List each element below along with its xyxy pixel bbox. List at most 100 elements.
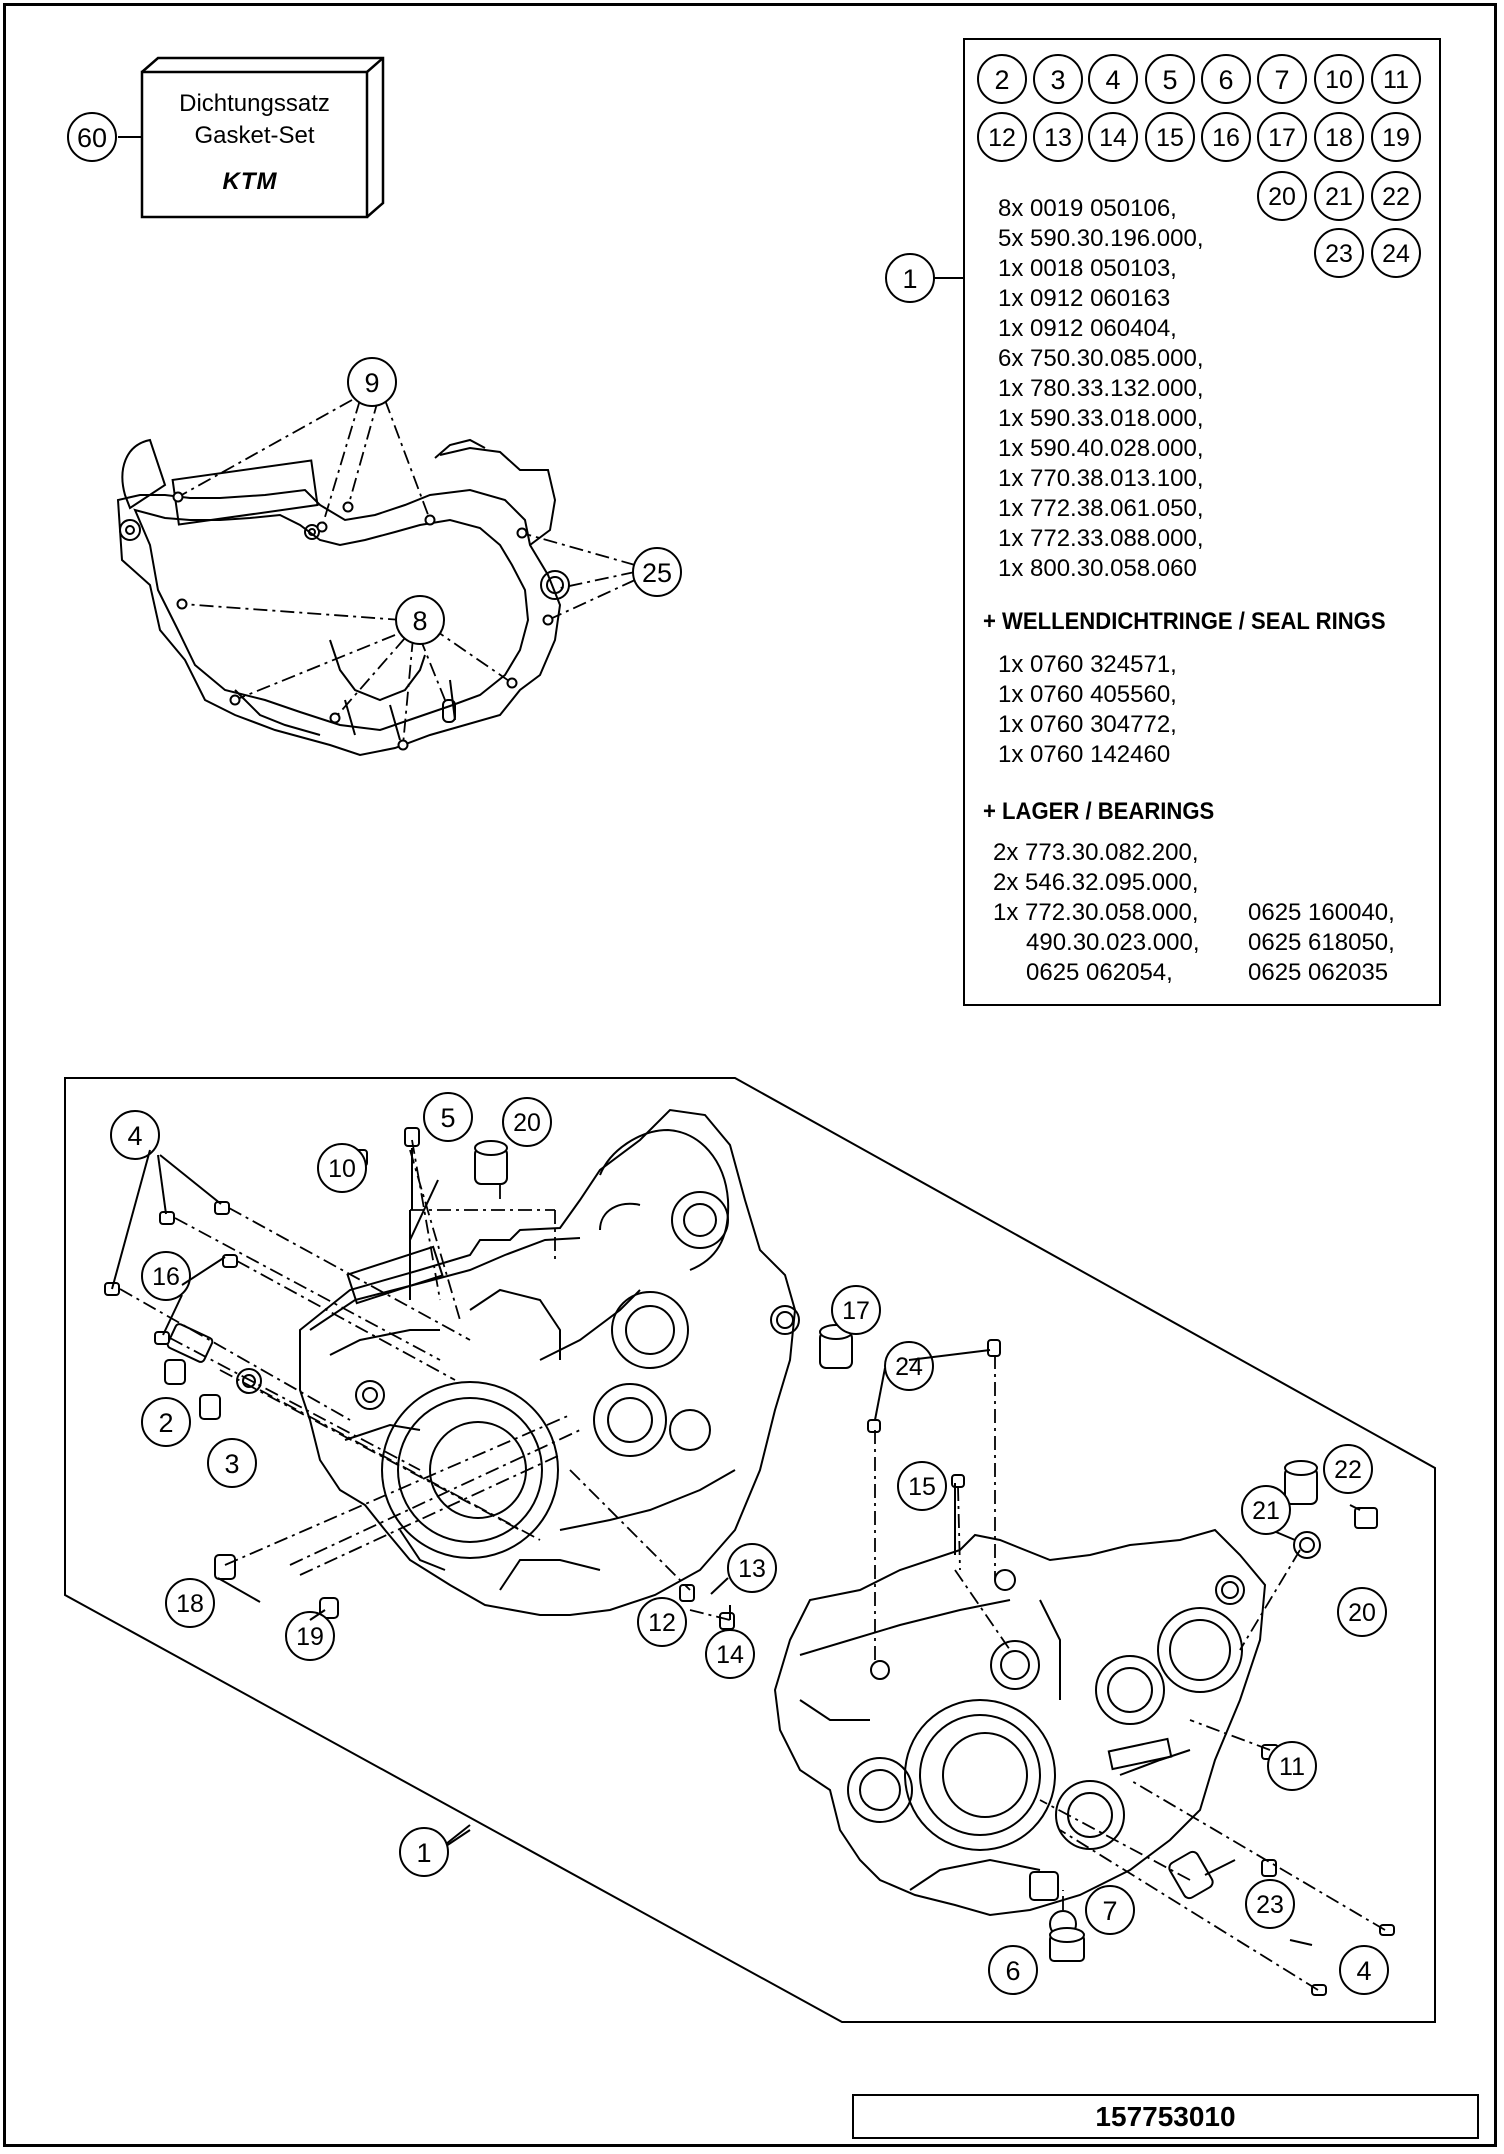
svg-text:7: 7 <box>1102 1896 1117 1926</box>
gasket-callout-8: 8 <box>395 595 445 645</box>
gasket-pin-dots <box>172 491 554 751</box>
svg-text:14: 14 <box>1099 124 1127 152</box>
parts-list-line: 1x 590.33.018.000, <box>998 405 1204 432</box>
seal-rings-list: 1x 0760 324571, 1x 0760 405560, 1x 0760 30… <box>998 650 1177 770</box>
engine-callout-3-left: 3 <box>207 1438 257 1488</box>
kit-callout-17: 17 <box>1257 112 1307 162</box>
engine-callout-21-right: 21 <box>1241 1485 1291 1535</box>
seal-ring-line: 1x 0760 304772, <box>998 711 1177 738</box>
engine-callout-20-right: 20 <box>1337 1587 1387 1637</box>
engine-callout-17-left: 17 <box>831 1285 881 1335</box>
engine-leader-lines <box>119 1139 1386 1991</box>
svg-text:11: 11 <box>1383 66 1409 94</box>
kit-callout-19: 19 <box>1371 112 1421 162</box>
parts-list-line: 5x 590.30.196.000, <box>998 225 1204 252</box>
svg-text:15: 15 <box>908 1473 936 1501</box>
engine-callout-18-left: 18 <box>165 1578 215 1628</box>
engine-callout-5-left: 5 <box>423 1092 473 1142</box>
bearing-right: 0625 160040, <box>1248 899 1395 926</box>
kit-callout-24: 24 <box>1371 228 1421 278</box>
svg-text:12: 12 <box>988 124 1016 152</box>
svg-text:4: 4 <box>1105 65 1120 95</box>
svg-text:15: 15 <box>1156 124 1184 152</box>
bearing-left: 1x 772.30.058.000, <box>993 899 1199 926</box>
svg-text:5: 5 <box>440 1103 455 1133</box>
parts-list-line: 1x 0018 050103, <box>998 255 1177 282</box>
engine-callout-13-left: 13 <box>727 1543 777 1593</box>
parts-list-line: 1x 772.38.061.050, <box>998 495 1204 522</box>
svg-text:20: 20 <box>513 1109 541 1137</box>
document-number: 157753010 <box>852 2094 1479 2139</box>
kit-callout-7: 7 <box>1257 54 1307 104</box>
gasket-callout-60: 60 <box>67 112 142 162</box>
engine-callout-12-left: 12 <box>637 1597 687 1647</box>
bearing-left: 2x 773.30.082.200, <box>993 839 1199 866</box>
seal-rings-heading: + WELLENDICHTRINGE / SEAL RINGS <box>983 608 1386 635</box>
svg-text:6: 6 <box>1218 65 1233 95</box>
kit-callout-3: 3 <box>1033 54 1083 104</box>
engine-callout-11-right: 11 <box>1267 1741 1317 1791</box>
right-crankcase-half <box>773 1528 1267 1917</box>
svg-text:23: 23 <box>1256 1891 1284 1919</box>
parts-list-line: 1x 0912 060404, <box>998 315 1177 342</box>
kit-callout-5: 5 <box>1145 54 1195 104</box>
parts-list-line: 1x 780.33.132.000, <box>998 375 1204 402</box>
kit-callout-22: 22 <box>1371 171 1421 221</box>
parts-list-panel <box>963 38 1441 1006</box>
engine-callout-10-left: 10 <box>317 1143 367 1193</box>
svg-text:13: 13 <box>1044 124 1072 152</box>
parts-list-line: 1x 590.40.028.000, <box>998 435 1204 462</box>
svg-text:14: 14 <box>716 1641 744 1669</box>
svg-text:24: 24 <box>1382 240 1410 268</box>
svg-text:20: 20 <box>1268 183 1296 211</box>
engine-callout-2-left: 2 <box>141 1397 191 1447</box>
engine-callout-4-right: 4 <box>1339 1945 1389 1995</box>
svg-text:21: 21 <box>1252 1497 1280 1525</box>
svg-text:4: 4 <box>127 1121 142 1151</box>
seal-ring-line: 1x 0760 324571, <box>998 651 1177 678</box>
gasket-set-box <box>140 56 385 219</box>
gasket-leader-lines <box>177 399 636 746</box>
engine-callout-23-right: 23 <box>1245 1879 1295 1929</box>
svg-text:22: 22 <box>1382 183 1410 211</box>
svg-text:1: 1 <box>416 1838 431 1868</box>
kit-callout-2: 2 <box>977 54 1027 104</box>
bearing-right: 0625 062035 <box>1248 959 1389 986</box>
crankcase-gasket-drawing <box>116 438 570 757</box>
svg-text:2: 2 <box>158 1408 173 1438</box>
kit-callout-16: 16 <box>1201 112 1251 162</box>
svg-text:18: 18 <box>1325 124 1353 152</box>
engine-callout-20-left: 20 <box>502 1097 552 1147</box>
svg-text:13: 13 <box>738 1555 766 1583</box>
svg-text:3: 3 <box>224 1449 239 1479</box>
seal-ring-line: 1x 0760 405560, <box>998 681 1177 708</box>
svg-text:18: 18 <box>176 1590 204 1618</box>
kit-callout-11: 11 <box>1371 54 1421 104</box>
svg-text:1: 1 <box>902 264 917 294</box>
engine-callout-22-right: 22 <box>1323 1444 1373 1494</box>
engine-assembly-frame <box>64 1077 1436 2023</box>
kit-callout-12: 12 <box>977 112 1027 162</box>
gasket-label-de: Dichtungssatz <box>179 90 330 117</box>
ktm-logo: KTM <box>223 168 277 194</box>
engine-callout-leaders <box>111 1148 1361 1946</box>
svg-text:6: 6 <box>1005 1956 1020 1986</box>
kit-callout-10: 10 <box>1314 54 1364 104</box>
svg-text:17: 17 <box>842 1297 870 1325</box>
loose-parts <box>104 1127 1395 1996</box>
kit-callout-6: 6 <box>1201 54 1251 104</box>
svg-text:20: 20 <box>1348 1599 1376 1627</box>
svg-text:3: 3 <box>1050 65 1065 95</box>
kit-callout-18: 18 <box>1314 112 1364 162</box>
svg-text:16: 16 <box>1212 124 1240 152</box>
engine-callout-16-left: 16 <box>141 1251 191 1301</box>
bearing-right: 0625 618050, <box>1248 929 1395 956</box>
kit-callout-21: 21 <box>1314 171 1364 221</box>
parts-list-line: 8x 0019 050106, <box>998 195 1177 222</box>
svg-text:24: 24 <box>895 1353 923 1381</box>
svg-text:19: 19 <box>1382 124 1410 152</box>
parts-list-line: 1x 800.30.058.060 <box>998 555 1197 582</box>
engine-callout-24-right: 24 <box>884 1341 934 1391</box>
